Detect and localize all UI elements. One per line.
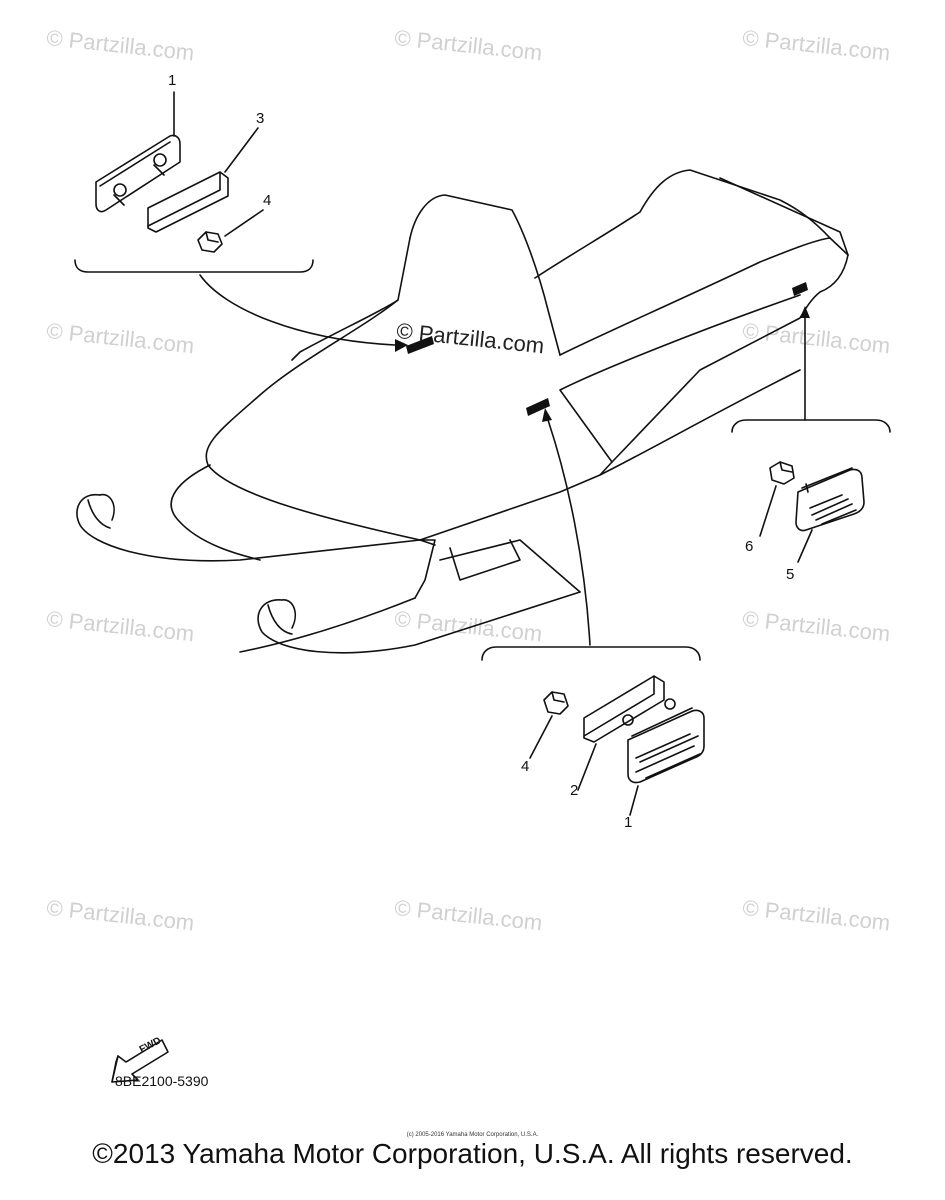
small-copyright: (c) 2005-2016 Yamaha Motor Corporation, … — [406, 1132, 539, 1138]
callout-2-bottom: 2 — [570, 782, 579, 799]
callout-3-top: 3 — [256, 110, 265, 127]
right-arrowhead — [800, 306, 810, 318]
copyright-notice: ©2013 Yamaha Motor Corporation, U.S.A. A… — [92, 1138, 853, 1169]
top-reflector-parts — [95, 91, 264, 253]
diagram-code: 8BE2100-5390 — [115, 1073, 209, 1089]
callout-4-top: 4 — [263, 192, 272, 209]
bottom-bracket — [481, 646, 701, 661]
bottom-pointer — [547, 419, 591, 646]
right-reflector-parts — [759, 461, 865, 563]
callout-1-bottom: 1 — [624, 814, 633, 831]
top-pointer — [199, 274, 396, 346]
bottom-reflector-parts — [529, 675, 705, 816]
callout-1-top: 1 — [168, 72, 177, 89]
callout-6-right: 6 — [745, 538, 754, 555]
top-arrowhead — [395, 339, 408, 352]
right-bracket — [731, 419, 891, 433]
callout-4-bottom: 4 — [521, 758, 530, 775]
snowmobile-illustration — [76, 169, 849, 654]
mounting-marks — [406, 282, 808, 416]
callout-5-right: 5 — [786, 566, 795, 583]
top-bracket — [74, 259, 314, 273]
bottom-arrowhead — [542, 408, 552, 422]
fwd-arrow-icon — [111, 1039, 169, 1083]
